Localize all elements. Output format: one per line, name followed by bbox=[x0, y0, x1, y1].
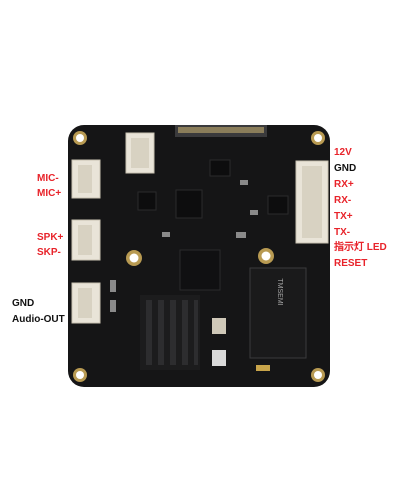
mounting-holes bbox=[73, 131, 325, 382]
label-tx-plus: TX+ bbox=[334, 211, 353, 222]
network-power-connector bbox=[295, 160, 329, 244]
pads bbox=[256, 365, 270, 371]
chip-label: TMSEMI bbox=[276, 278, 283, 305]
reset-button bbox=[212, 350, 226, 366]
label-rx-plus: RX+ bbox=[334, 179, 354, 190]
component bbox=[212, 318, 226, 334]
chip bbox=[209, 159, 231, 177]
main-soc bbox=[179, 249, 221, 291]
audio-out-connector bbox=[71, 282, 101, 324]
label-skp-minus: SKP- bbox=[37, 247, 61, 258]
speaker-connector bbox=[71, 219, 101, 261]
label-gnd-right: GND bbox=[334, 163, 357, 174]
label-mic-plus: MIC+ bbox=[37, 188, 62, 199]
label-gnd-left: GND bbox=[12, 298, 35, 309]
label-audio-out: Audio-OUT bbox=[12, 314, 65, 325]
chip bbox=[137, 191, 157, 211]
mic-connector bbox=[71, 159, 101, 199]
label-12v: 12V bbox=[334, 147, 352, 158]
label-spk-plus: SPK+ bbox=[37, 232, 64, 243]
label-led: 指示灯 LED bbox=[334, 242, 387, 253]
chip bbox=[267, 195, 289, 215]
label-rx-minus: RX- bbox=[334, 195, 352, 206]
chip bbox=[175, 189, 203, 219]
label-tx-minus: TX- bbox=[334, 227, 351, 238]
top-connector bbox=[125, 132, 155, 174]
network-transformer: TMSEMI bbox=[249, 267, 307, 359]
heatsink bbox=[140, 295, 200, 370]
label-reset: RESET bbox=[334, 258, 368, 269]
label-mic-minus: MIC- bbox=[37, 173, 59, 184]
